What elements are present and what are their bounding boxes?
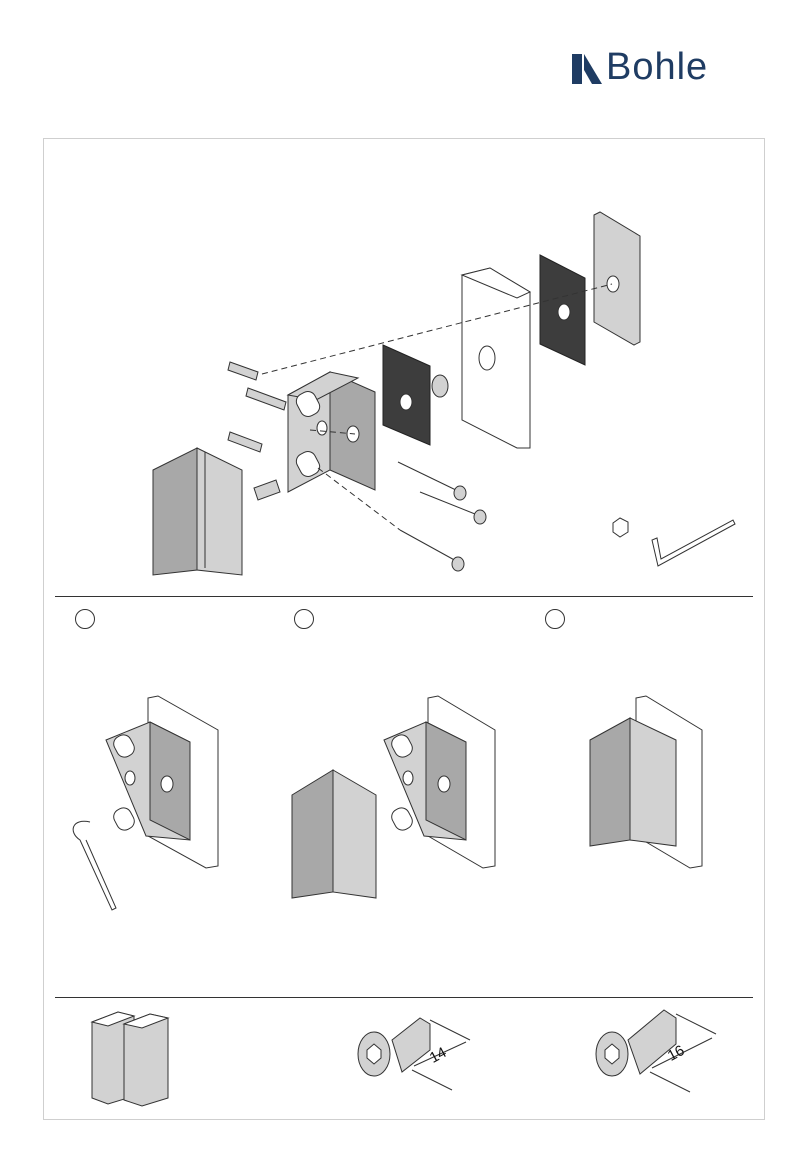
hexagon-icon [613, 518, 628, 537]
screw-16-illustration: 16 [596, 1010, 716, 1092]
spacer-ring [432, 375, 448, 397]
step-1-illustration [73, 696, 218, 910]
step-2-illustration [292, 696, 495, 898]
angle-profile [153, 448, 242, 575]
hex-key-icon [652, 520, 735, 566]
material-samples [92, 1012, 168, 1106]
screw-14-illustration: 14 [358, 1018, 470, 1090]
back-plate [594, 212, 640, 345]
glass-panel [462, 268, 530, 448]
wood-screws [398, 462, 486, 571]
step-3-illustration [590, 696, 702, 868]
